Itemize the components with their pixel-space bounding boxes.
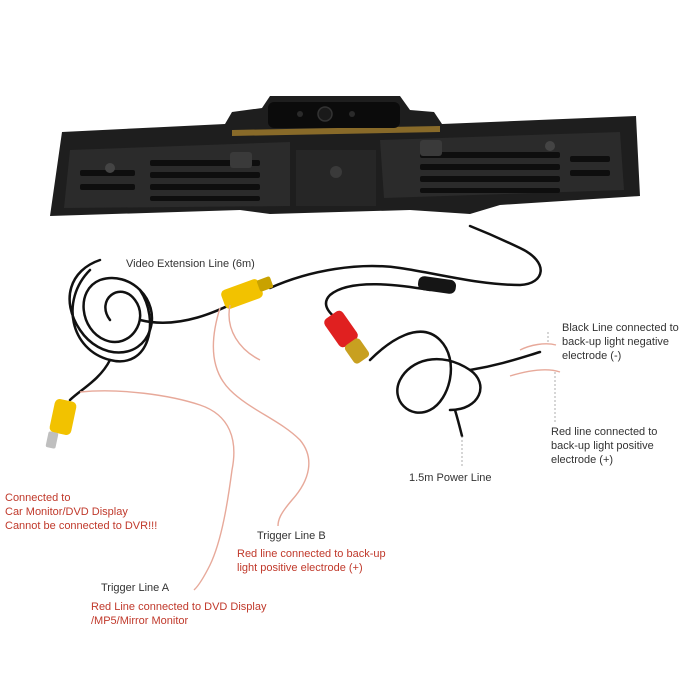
label-trigger-b-title: Trigger Line B bbox=[257, 530, 326, 542]
label-red-line-right-2: back-up light positive bbox=[551, 440, 654, 452]
leader-lines bbox=[461, 330, 556, 468]
label-trigger-b-desc-2: light positive electrode (+) bbox=[237, 562, 363, 574]
cables bbox=[68, 224, 542, 438]
trigger-wires bbox=[79, 304, 561, 591]
label-power-line: 1.5m Power Line bbox=[409, 472, 492, 484]
label-black-line-1: Black Line connected to bbox=[562, 322, 679, 334]
label-trigger-a-title: Trigger Line A bbox=[101, 582, 170, 594]
label-black-line-2: back-up light negative bbox=[562, 336, 670, 348]
label-trigger-a-desc-1: Red Line connected to DVD Display bbox=[91, 601, 267, 613]
rca-connector-yellow-top bbox=[221, 276, 274, 309]
license-plate-frame bbox=[50, 96, 640, 216]
label-connected-to-2: Car Monitor/DVD Display bbox=[5, 506, 128, 518]
label-connected-to-1: Connected to bbox=[5, 492, 71, 504]
rca-connector-yellow-bottom bbox=[45, 399, 77, 449]
label-trigger-b-desc-1: Red line connected to back-up bbox=[237, 548, 386, 560]
label-black-line-3: electrode (-) bbox=[562, 350, 622, 362]
label-video-extension: Video Extension Line (6m) bbox=[126, 258, 255, 270]
label-connected-to-3: Cannot be connected to DVR!!! bbox=[5, 520, 158, 532]
label-trigger-a-desc-2: /MP5/Mirror Monitor bbox=[91, 615, 189, 627]
inline-connector bbox=[417, 276, 457, 294]
label-red-line-right-1: Red line connected to bbox=[551, 426, 658, 438]
label-red-line-right-3: electrode (+) bbox=[551, 454, 614, 466]
power-connector-red bbox=[324, 310, 370, 364]
